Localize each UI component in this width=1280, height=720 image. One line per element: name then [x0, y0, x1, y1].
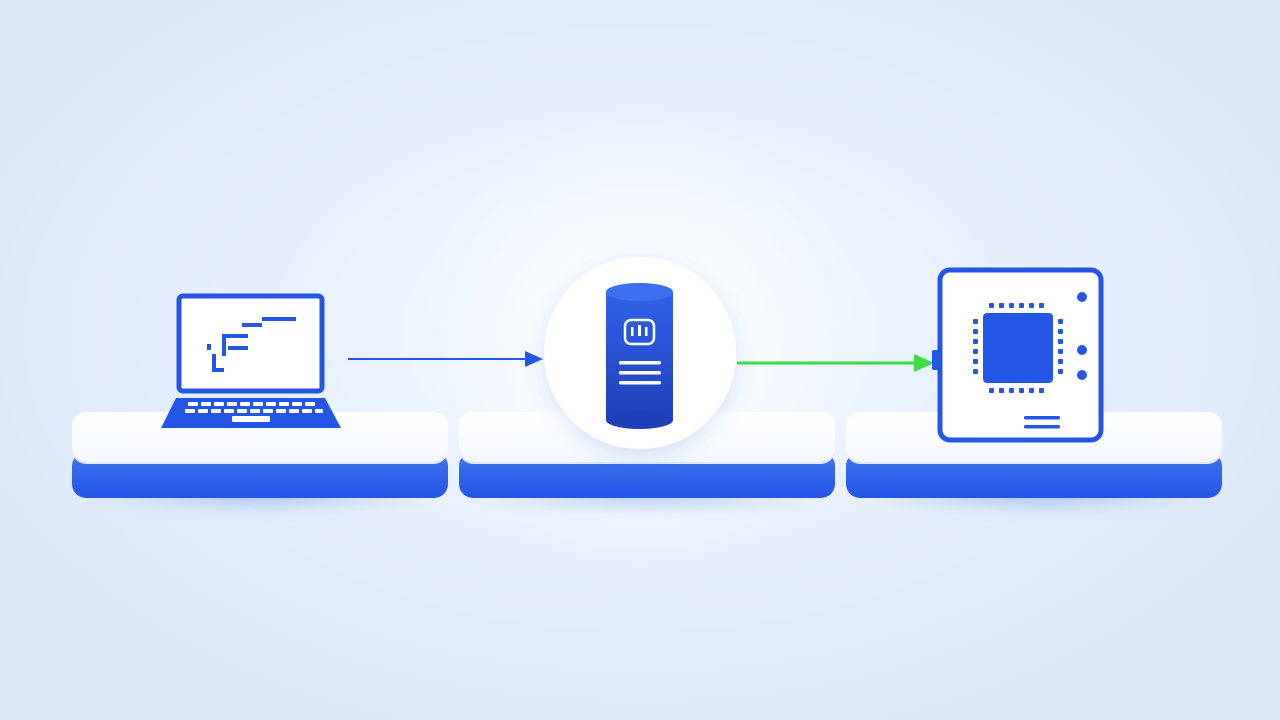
platform-device	[846, 412, 1222, 512]
laptop-icon	[161, 293, 341, 428]
edge-server-to-device	[737, 354, 934, 372]
edge-laptop-to-server	[348, 351, 543, 367]
chip-board-icon	[932, 267, 1104, 443]
server-node	[544, 257, 736, 449]
server-cylinder-icon	[606, 283, 673, 429]
